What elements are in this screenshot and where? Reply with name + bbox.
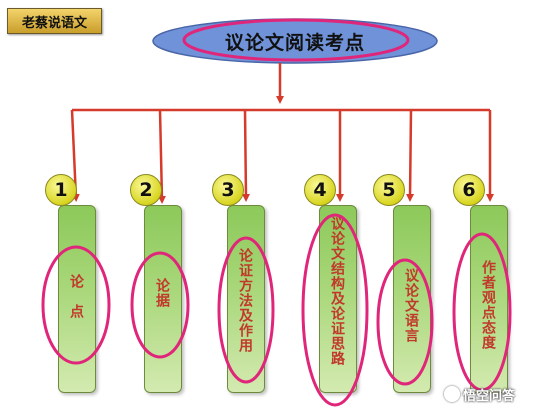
column-4: 议论文结构及论证思路 [319, 205, 357, 393]
arrow-3 [241, 109, 250, 202]
number-badge-4: 4 [304, 174, 336, 206]
annotation-circle-3 [217, 236, 275, 384]
column-4-label: 议论文结构及论证思路 [329, 216, 345, 366]
column-5-label: 议论文语言 [403, 268, 419, 343]
watermark: 悟空问答 [444, 383, 544, 405]
number-badge-2: 2 [130, 174, 162, 206]
number-badge-5: 5 [373, 174, 405, 206]
annotation-circle-5 [376, 258, 434, 386]
column-2: 论据 [144, 205, 182, 393]
diagram-title: 议论文阅读考点 [224, 31, 365, 54]
column-2-label: 论据 [154, 278, 170, 308]
column-3: 论证方法及作用 [227, 205, 265, 393]
annotation-circle-2 [130, 251, 190, 359]
annotation-circle-4 [301, 213, 369, 407]
watermark-text: 悟空问答 [463, 388, 516, 404]
author-tag: 老蔡说语文 [7, 8, 102, 34]
arrow-2 [157, 109, 166, 204]
number-badge-6: 6 [453, 174, 485, 206]
title-annotation-circle [182, 18, 410, 62]
annotation-circle-1 [41, 245, 111, 365]
number-badge-1: 1 [45, 174, 77, 206]
arrow-5 [406, 109, 415, 202]
column-3-label: 论证方法及作用 [237, 248, 253, 353]
column-1-label: 论 点 [68, 274, 84, 319]
column-6-label: 作者观点态度 [480, 260, 496, 350]
annotation-circle-6 [452, 232, 512, 392]
chat-bubble-icon [444, 386, 460, 402]
number-badge-3: 3 [212, 174, 244, 206]
